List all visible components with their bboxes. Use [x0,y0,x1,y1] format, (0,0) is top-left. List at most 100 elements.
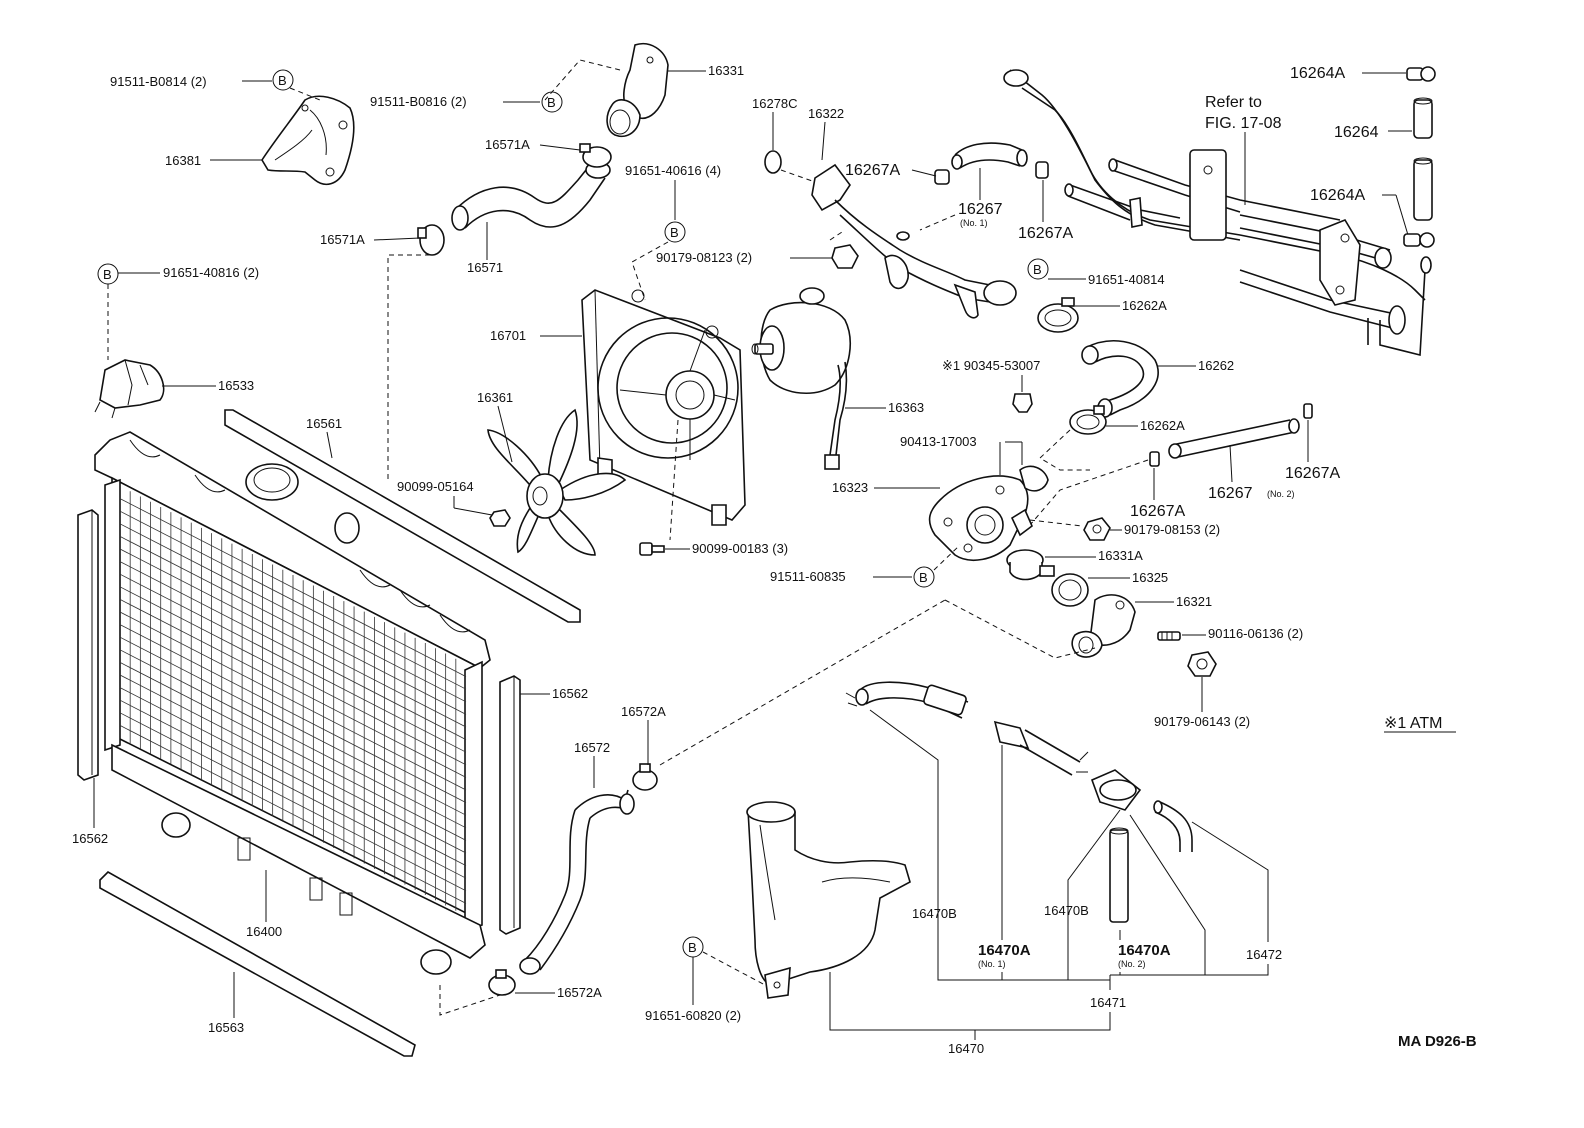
seal-16562-left [77,509,99,781]
label-90179-06143: 90179-06143 (2) [1154,714,1250,729]
label-16562-left: 16562 [72,831,108,846]
label-16470a-no1: 16470A [978,942,1031,959]
label-91651-40816: 91651-40816 (2) [163,265,259,280]
fin-row [119,611,467,791]
label-16381: 16381 [165,153,201,168]
label-16325: 16325 [1132,570,1168,585]
hose-16264-top [1413,97,1433,139]
svg-text:B: B [103,267,112,282]
b-symbol-7: B [682,936,704,958]
label-16267a-3: 16267A [1285,465,1340,482]
fin-row [119,573,467,753]
fin-row [119,498,467,677]
label-16264a-1: 16264A [1290,65,1345,82]
label-16533: 16533 [218,378,254,393]
b-symbol-4: B [1027,258,1049,280]
b-symbol-3: B [664,221,686,243]
label-16267a-2: 16267A [1018,225,1073,242]
screw-90099-00183 [639,542,665,556]
nut-90099-05164 [489,509,511,527]
fin-row [119,536,467,715]
radiator-16400 [94,431,491,975]
label-16267-no1-sub: (No. 1) [960,218,988,228]
svg-text:B: B [1033,262,1042,277]
fin-row [119,712,467,892]
label-90345-53007: ※1 90345-53007 [942,358,1040,373]
water-outlet-16323 [928,465,1049,561]
label-90116-06136: 90116-06136 (2) [1208,626,1303,641]
hose-16264-bottom [1413,157,1433,221]
label-16262a-2: 16262A [1140,418,1185,433]
atm-note: ※1 ATM [1384,715,1442,732]
fin-row [119,687,467,866]
nut-90179-08153 [1083,517,1111,541]
hose-16470b-1 [845,681,969,719]
label-16472: 16472 [1246,947,1282,962]
label-16470a-no2-sub: (No. 2) [1118,959,1146,969]
label-16267-no2-sub: (No. 2) [1267,489,1295,499]
svg-text:B: B [919,570,928,585]
hose-16267-no2 [1168,418,1300,459]
water-inlet-16331 [606,43,669,137]
label-16278c: 16278C [752,96,798,111]
label-16363: 16363 [888,400,924,415]
clip-16267a-3 [1303,403,1313,419]
heater-pipe-assembly [1003,69,1432,357]
label-16572a-bottom: 16572A [557,985,602,1000]
bracket-16381 [261,95,355,186]
hose-clamp-16572a-bottom [488,969,516,996]
label-16471: 16471 [1090,995,1126,1010]
label-91651-40814: 91651-40814 [1088,272,1165,287]
fan-motor-16363 [751,287,851,470]
label-16561: 16561 [306,416,342,431]
hose-16472 [1153,800,1193,852]
label-16470: 16470 [948,1041,984,1056]
hose-clamp-16262a-1 [1037,297,1079,333]
label-16470b-1: 16470B [912,906,957,921]
label-90099-05164: 90099-05164 [397,479,474,494]
stud-90116-06136 [1157,631,1181,641]
seal-16562-right [499,675,521,935]
thermostat-16331a [1006,549,1055,581]
reserve-tank-16471 [746,801,911,999]
fin-row [119,725,467,904]
label-90099-00183: 90099-00183 (3) [692,541,788,556]
refer-note-line2: FIG. 17-08 [1205,115,1282,132]
label-16400: 16400 [246,924,282,939]
water-pipe-16322 [811,163,1017,319]
hose-clamp-16571a-top [579,143,612,168]
label-16571a-top: 16571A [485,137,530,152]
assembly-brackets [829,709,1269,1040]
label-91511-b0816: 91511-B0816 (2) [370,94,467,109]
label-16267-no1: 16267 [958,201,1003,218]
fan-blade-16361 [487,408,627,556]
hose-16470a-no1 [993,720,1089,776]
hose-16470b-2 [1090,769,1142,923]
water-bypass-hose-16262 [1081,340,1159,418]
b-symbol-2: B [541,91,563,113]
fin-row [119,636,467,816]
clip-16264a-2 [1403,232,1435,248]
seal-16561 [224,409,581,623]
label-16572a-top: 16572A [621,704,666,719]
gasket-16325 [1051,573,1089,607]
hose-clamp-16262a-2 [1069,405,1107,435]
fin-row [119,548,467,728]
label-16571: 16571 [467,260,503,275]
label-16264a-2: 16264A [1310,187,1365,204]
drain-plug-90345-53007 [1012,393,1033,413]
label-91651-40616: 91651-40616 (4) [625,163,721,178]
label-16470a-no2: 16470A [1118,942,1171,959]
radiator-core-fins [119,491,467,911]
fin-row [119,662,467,841]
b-symbol-1: B [272,69,294,91]
radiator-outlet-hose-16572 [519,789,635,975]
label-16361: 16361 [477,390,513,405]
gasket-16278c [764,150,782,174]
label-16262a-1: 16262A [1122,298,1167,313]
b-symbol-5: B [97,263,119,285]
refer-note-line1: Refer to [1205,94,1262,111]
label-91511-b0814: 91511-B0814 (2) [110,74,207,89]
fan-shroud-16701 [581,289,746,526]
